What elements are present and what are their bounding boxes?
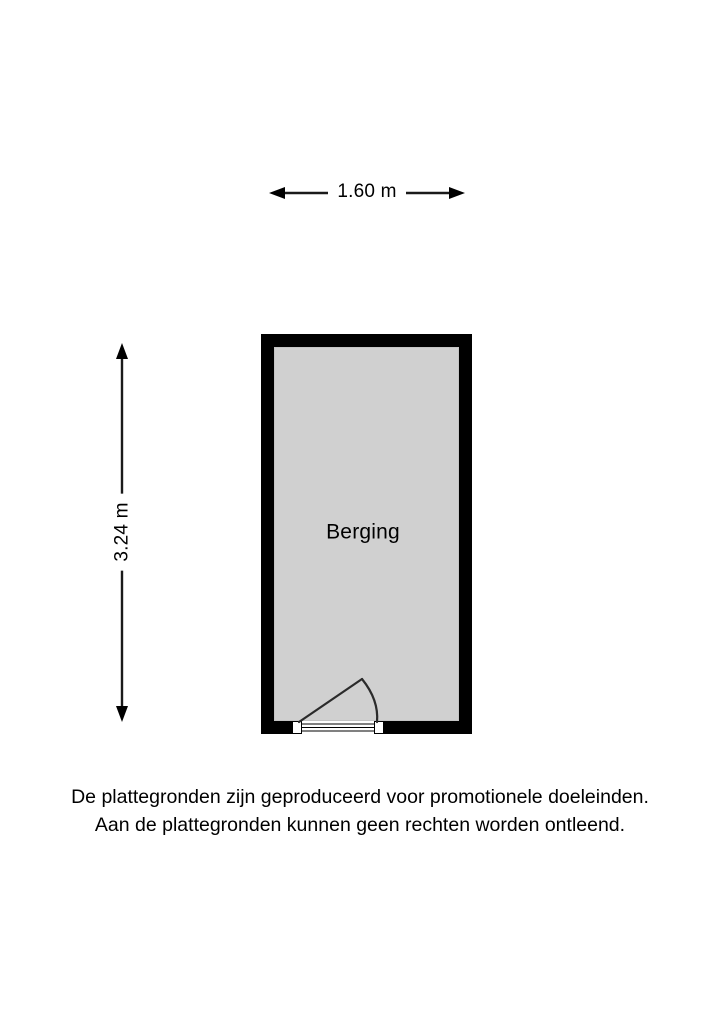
room-interior-fill (274, 347, 459, 721)
width-dimension-label: 1.60 m (0, 181, 720, 202)
height-arrowhead-bottom (116, 706, 128, 722)
height-arrowhead-top (116, 343, 128, 359)
width-arrowhead-left (269, 187, 285, 199)
disclaimer-line-2: Aan de plattegronden kunnen geen rechten… (94, 814, 626, 836)
door-opening (292, 721, 384, 734)
room-name-label: Berging (326, 520, 400, 544)
door-jamb-left (292, 721, 302, 734)
door-swing-arc (360, 677, 379, 724)
width-dimension-value: 1.60 m (328, 181, 406, 202)
disclaimer-line-1: De plattegronden zijn geproduceerd voor … (71, 786, 649, 808)
width-arrowhead-right (449, 187, 465, 199)
door-leaf (297, 677, 364, 724)
room-berging (261, 334, 472, 734)
disclaimer-text: De plattegronden zijn geproduceerd voor … (0, 783, 720, 839)
height-dimension-label: 3.24 m (107, 493, 137, 571)
door-swing (297, 677, 379, 724)
door-jamb-right (374, 721, 384, 734)
room-interior-edge (274, 347, 459, 721)
